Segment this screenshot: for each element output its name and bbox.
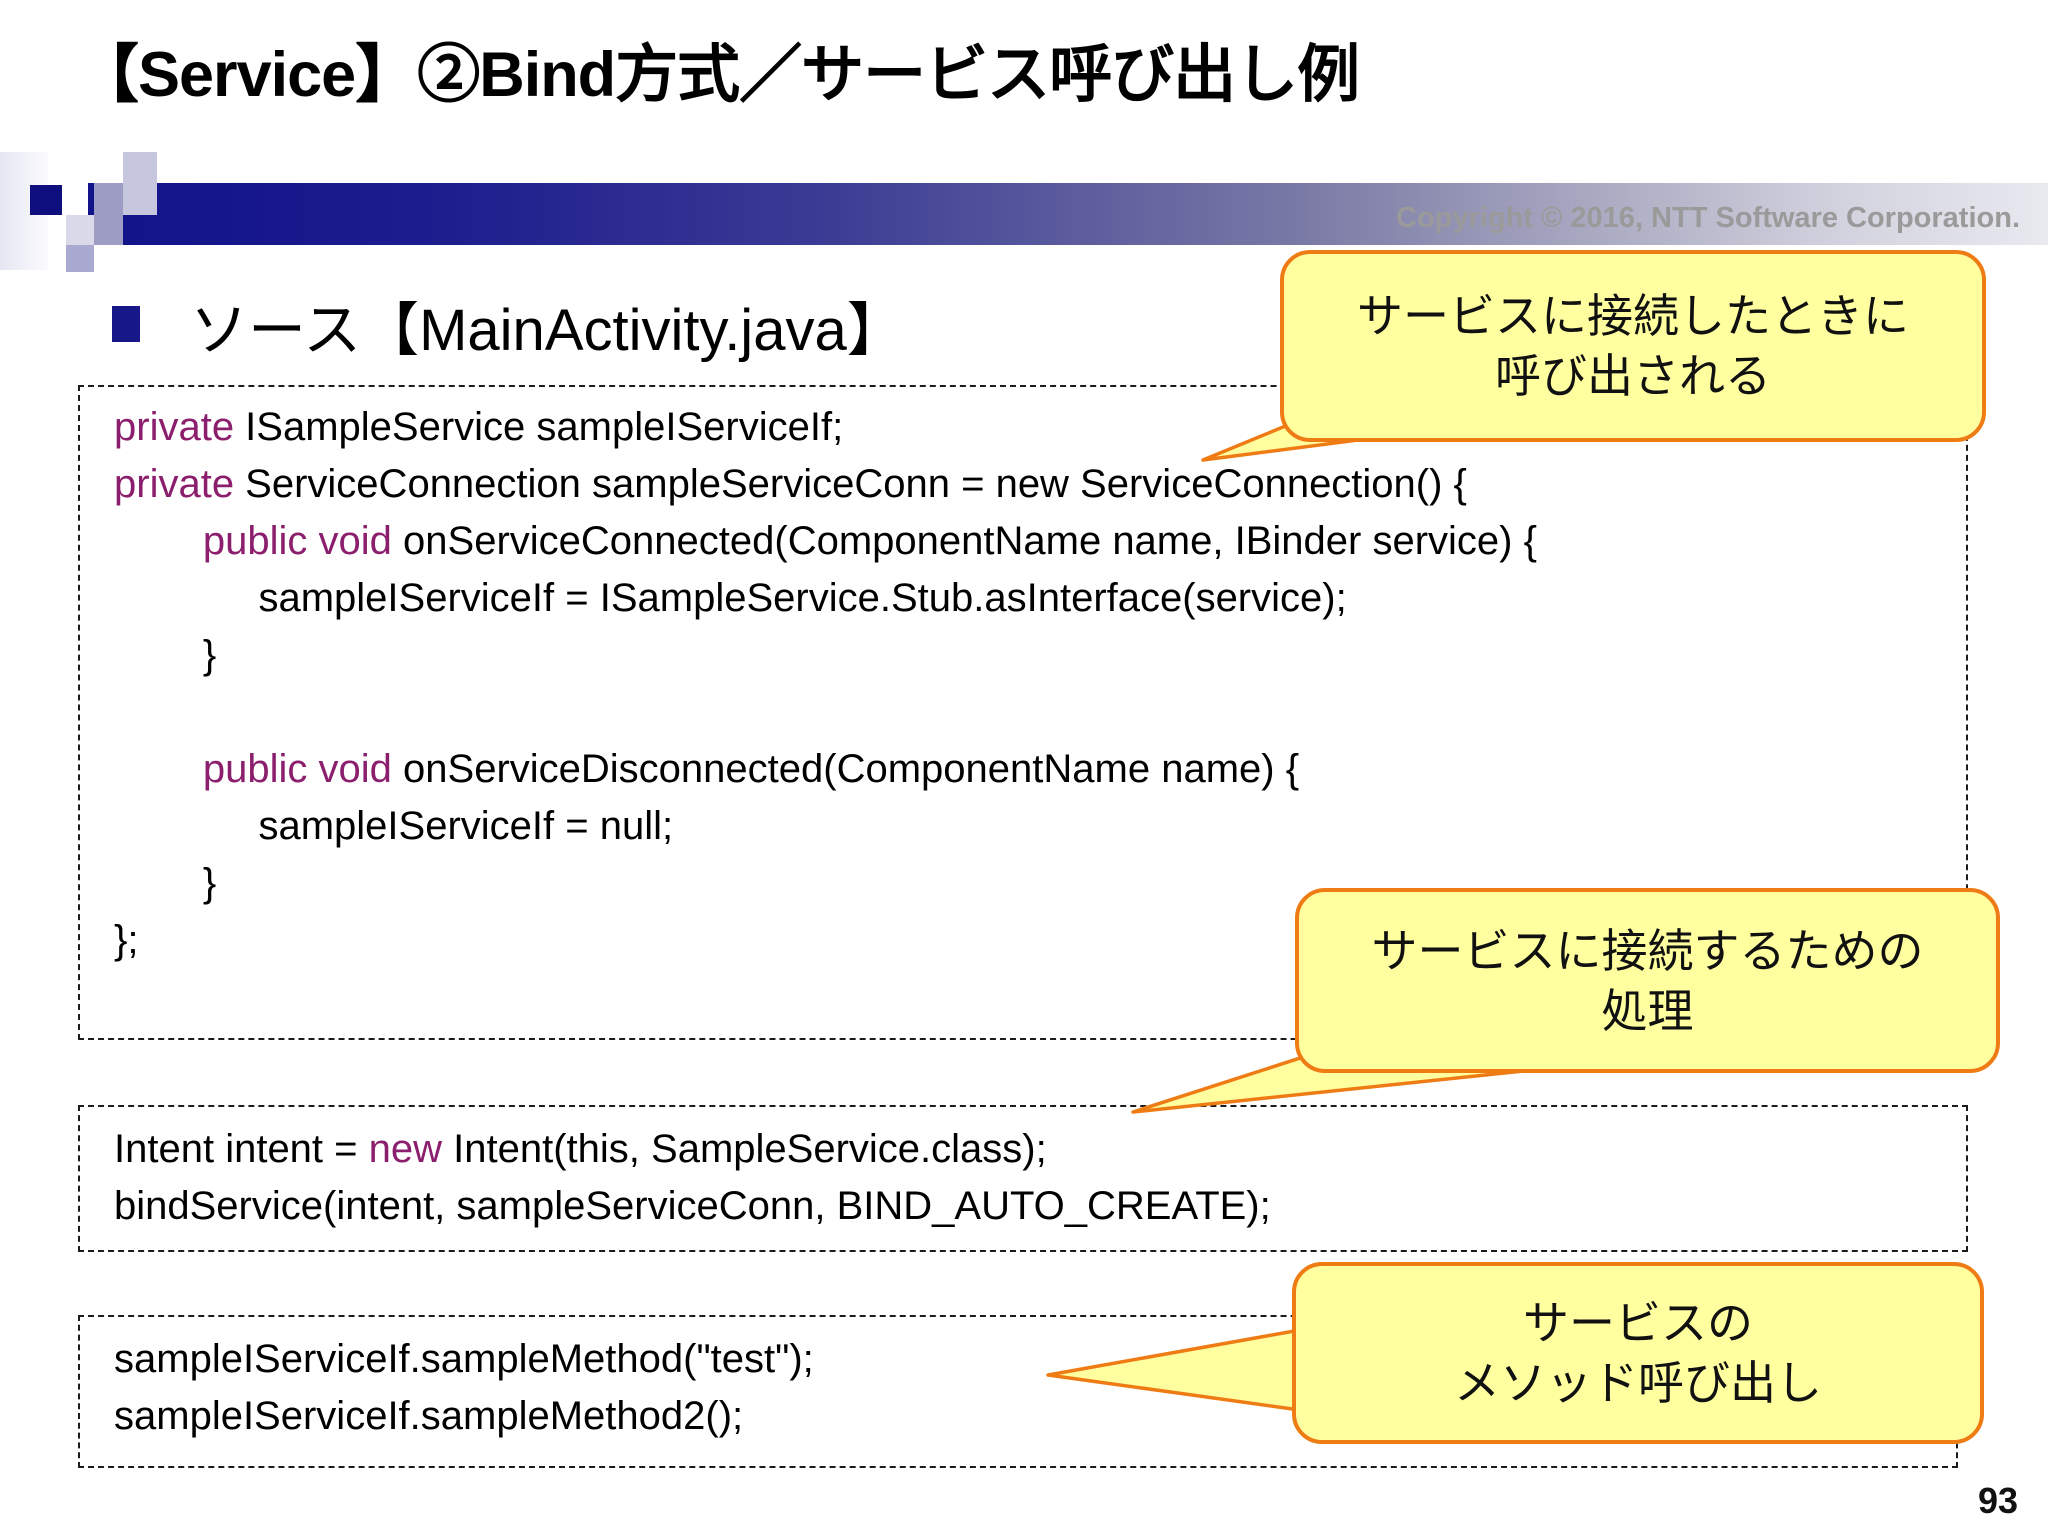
header-gradient-bar — [88, 183, 2048, 245]
bullet-marker — [112, 306, 140, 342]
deco-square-pale — [66, 215, 94, 245]
code-line: sampleIServiceIf.sampleMethod2(); — [114, 1394, 744, 1438]
code-line: Intent intent = new Intent(this, SampleS… — [114, 1127, 1047, 1171]
deco-square-lavender — [66, 245, 94, 272]
deco-square-light — [123, 152, 157, 215]
code-line: sampleIServiceIf = null; — [114, 804, 674, 848]
slide-title: 【Service】②Bind方式／サービス呼び出し例 — [76, 40, 1360, 110]
code-block-bind-service: Intent intent = new Intent(this, SampleS… — [78, 1105, 1968, 1252]
code-line: } — [114, 633, 217, 677]
callout-service-connected: サービスに接続したときに呼び出される — [1280, 250, 1986, 442]
copyright-notice: Copyright © 2016, NTT Software Corporati… — [1396, 202, 2020, 234]
code-line: private ISampleService sampleIServiceIf; — [114, 405, 844, 449]
deco-square-medium — [94, 183, 123, 245]
code-line: }; — [114, 918, 139, 962]
callout-line: サービスに接続したときに — [1357, 290, 1909, 342]
code-line: public void onServiceConnected(Component… — [202, 519, 1537, 563]
callout-line: 処理 — [1601, 984, 1694, 1037]
code-line: sampleIServiceIf.sampleMethod("test"); — [114, 1337, 814, 1381]
page-number: 93 — [1977, 1480, 2018, 1521]
callout-line: サービスに接続するための — [1371, 924, 1924, 977]
code-line: private ServiceConnection sampleServiceC… — [114, 462, 1467, 506]
code-block-service-connection: private ISampleService sampleIServiceIf;… — [78, 385, 1968, 1040]
section-heading: ソース【MainActivity.java】 — [190, 298, 905, 363]
deco-square-navy — [30, 185, 62, 215]
code-line — [114, 684, 1946, 741]
callout-bind-process: サービスに接続するための処理 — [1295, 888, 2000, 1073]
callout-line: メソッド呼び出し — [1454, 1357, 1822, 1409]
code-line: sampleIServiceIf = ISampleService.Stub.a… — [114, 576, 1347, 620]
code-block-method-call: sampleIServiceIf.sampleMethod("test"); sa… — [78, 1315, 1958, 1468]
callout-line: 呼び出される — [1495, 350, 1771, 402]
callout-line: サービスの — [1523, 1297, 1753, 1349]
code-line: public void onServiceDisconnected(Compon… — [202, 747, 1300, 791]
callout-method-call: サービスのメソッド呼び出し — [1292, 1262, 1984, 1444]
code-line: } — [114, 861, 217, 905]
code-line: bindService(intent, sampleServiceConn, B… — [114, 1184, 1271, 1228]
